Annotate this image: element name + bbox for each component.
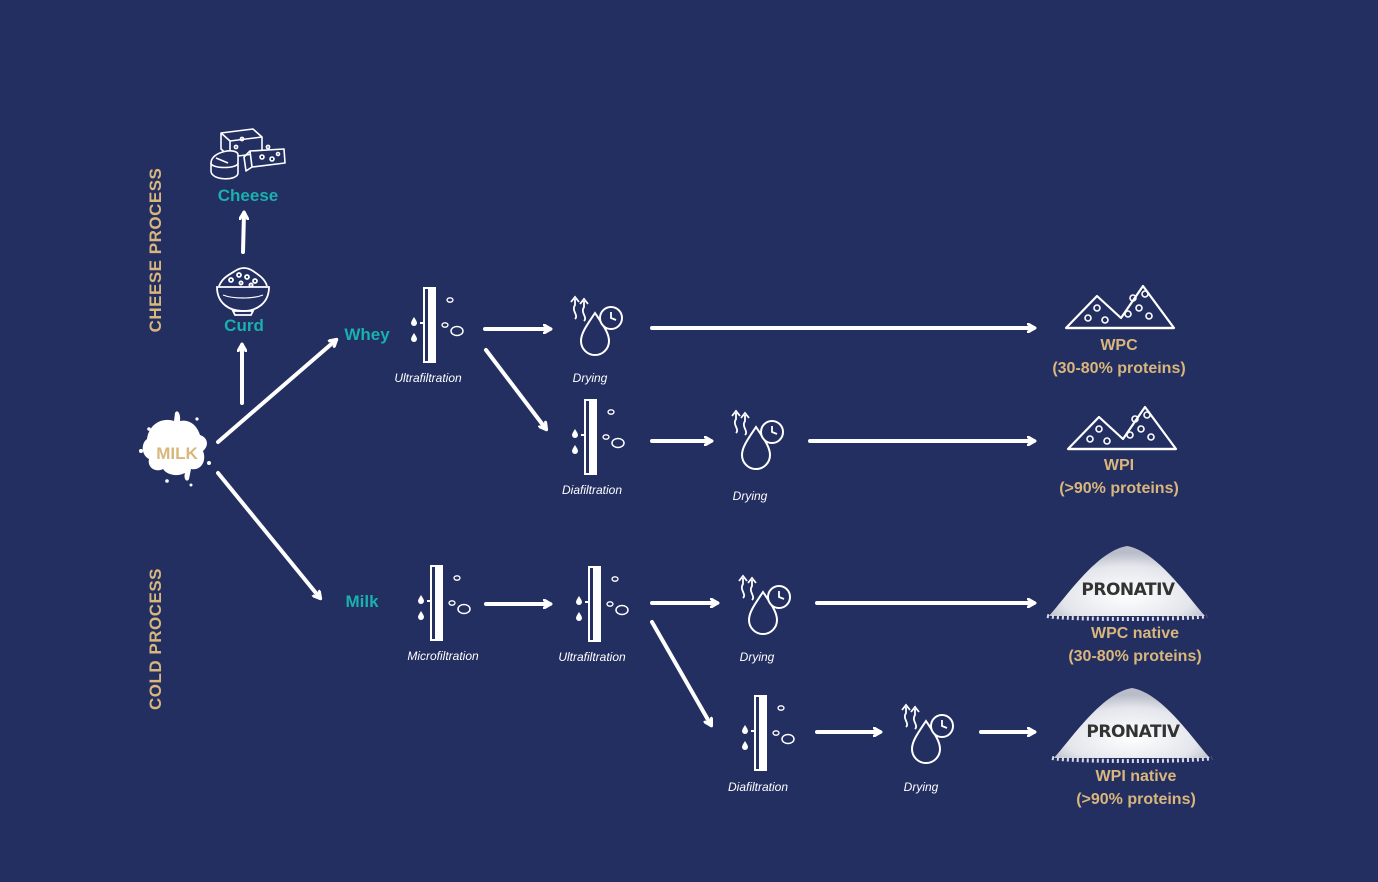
flow-arrows — [216, 213, 1034, 732]
arrow-uf-to-df — [650, 620, 713, 725]
step-label: Diafiltration — [561, 483, 623, 497]
arrow-milk-to-milk — [216, 471, 320, 598]
product-detail: (30-80% proteins) — [1052, 360, 1186, 377]
product-wpi-native: WPI native (>90% proteins) — [1076, 765, 1196, 811]
step-label: Ultrafiltration — [558, 650, 626, 664]
step-label: Drying — [739, 650, 775, 664]
cheese-process-label: CHEESE PROCESS — [146, 167, 165, 333]
milk-source-label: MILK — [156, 444, 198, 463]
step-label: Ultrafiltration — [394, 371, 462, 385]
step-label: Drying — [572, 371, 608, 385]
diafiltration-icon — [741, 695, 795, 771]
product-name: WPI native — [1095, 768, 1177, 785]
product-detail: (>90% proteins) — [1076, 791, 1196, 808]
curd-label: Curd — [224, 316, 264, 335]
cheese-label: Cheese — [217, 186, 279, 205]
product-wpc: WPC (30-80% proteins) — [1052, 334, 1185, 380]
step-label: Microfiltration — [407, 649, 479, 663]
arrow-whey-uf-to-df — [484, 348, 546, 429]
ultrafiltration-icon — [575, 566, 629, 642]
milk-label: Milk — [345, 592, 379, 611]
powder-icon — [1066, 405, 1178, 451]
cold-process-label: COLD PROCESS — [146, 567, 165, 711]
pronativ-logo: PRONATIV — [1081, 580, 1175, 600]
arrow-curd-to-cheese — [243, 213, 244, 254]
whey-label: Whey — [344, 325, 390, 344]
product-wpc-native: WPC native (30-80% proteins) — [1068, 622, 1201, 668]
diafiltration-icon — [571, 399, 625, 475]
product-name: WPC — [1100, 337, 1138, 354]
cheese-icon — [210, 128, 286, 180]
product-detail: (30-80% proteins) — [1068, 648, 1202, 665]
product-name: WPC native — [1090, 625, 1179, 642]
drying-icon — [738, 575, 791, 635]
microfiltration-icon — [417, 565, 471, 641]
drying-icon — [731, 410, 784, 470]
curd-bowl-icon — [216, 267, 270, 316]
product-name: WPI — [1103, 457, 1135, 474]
pronativ-logo: PRONATIV — [1086, 722, 1180, 742]
arrow-milk-to-whey — [216, 340, 336, 444]
milk-splash-icon — [139, 411, 211, 487]
product-detail: (>90% proteins) — [1059, 480, 1179, 497]
drying-icon — [570, 296, 623, 356]
ultrafiltration-icon — [410, 287, 464, 363]
drying-icon — [901, 704, 954, 764]
step-label: Drying — [732, 489, 768, 503]
powder-icon — [1064, 284, 1176, 330]
product-wpi: WPI (>90% proteins) — [1059, 454, 1179, 500]
step-label: Drying — [903, 780, 939, 794]
step-label: Diafiltration — [727, 780, 789, 794]
